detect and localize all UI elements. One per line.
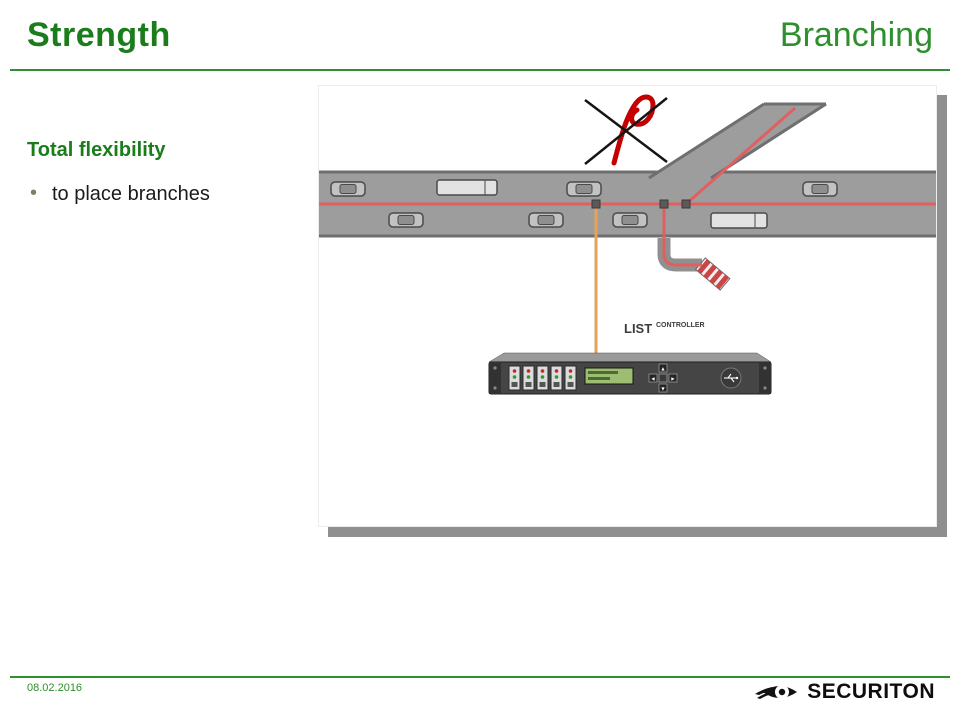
securiton-eye-icon — [755, 685, 798, 699]
bullet-list: to place branches — [30, 182, 210, 206]
controller-nav-buttons: ▲ ◄ ► ▼ — [648, 363, 678, 393]
branch-road — [648, 102, 827, 180]
footer-rule — [10, 676, 950, 678]
controller-usb-port — [720, 367, 742, 389]
label-controller: CONTROLLER — [656, 322, 705, 329]
controller-io-modules — [508, 365, 577, 391]
cable-junction — [591, 199, 601, 209]
branch-conduit — [657, 238, 702, 272]
car-icon — [612, 212, 648, 228]
footer-date: 08.02.2016 — [27, 682, 83, 694]
rack-ear-right — [759, 362, 771, 394]
branching-diagram: LIST CONTROLLER — [318, 85, 937, 527]
securiton-logo: SECURITON — [755, 680, 935, 704]
cable-junction — [659, 199, 669, 209]
sensor-cable-branch-down — [662, 208, 702, 267]
branching-diagram-svg: LIST CONTROLLER — [319, 94, 936, 395]
slide-subtitle: Branching — [779, 16, 933, 54]
up-arrow-icon: ▲ — [660, 367, 665, 373]
car-icon — [528, 212, 564, 228]
car-icon — [802, 181, 838, 197]
list-controller-device: ▲ ◄ ► ▼ — [488, 352, 772, 395]
sensor-cable — [319, 106, 936, 267]
sensor-cable-branch-up — [685, 106, 796, 206]
label-list: LIST — [624, 321, 652, 336]
list-controller-label: LIST CONTROLLER — [624, 321, 705, 336]
left-arrow-icon: ◄ — [650, 377, 655, 383]
brand-name: SECURITON — [807, 680, 935, 703]
rack-ear-left — [489, 362, 501, 394]
no-sharp-bend-icon — [584, 94, 668, 166]
slide-title: Strength — [27, 16, 171, 54]
cable-junctions — [591, 199, 691, 209]
truck-icon — [710, 212, 768, 229]
bullet-item: to place branches — [30, 182, 210, 206]
header-rule — [10, 69, 950, 71]
section-heading: Total flexibility — [27, 139, 166, 161]
sensor-tube-end — [694, 257, 731, 291]
car-icon — [388, 212, 424, 228]
car-icon — [566, 181, 602, 197]
cross-line — [584, 97, 668, 165]
right-arrow-icon: ► — [670, 377, 675, 383]
controller-lcd-display — [584, 367, 634, 385]
cable-junction — [681, 199, 691, 209]
down-arrow-icon: ▼ — [660, 387, 665, 393]
truck-icon — [436, 179, 498, 196]
car-icon — [330, 181, 366, 197]
